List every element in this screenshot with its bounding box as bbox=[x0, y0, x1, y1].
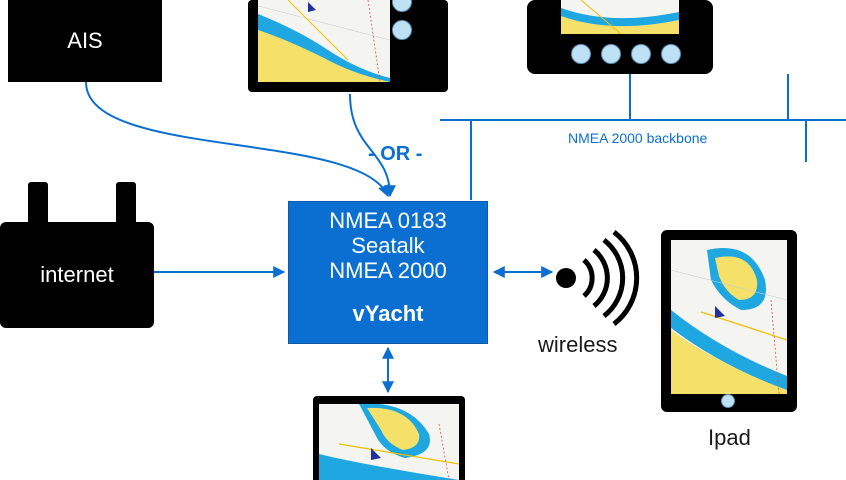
backbone-label: NMEA 2000 backbone bbox=[568, 130, 708, 146]
bottom-chartplotter bbox=[313, 396, 465, 480]
top-chartplotter bbox=[248, 0, 448, 92]
mfd-button-3[interactable] bbox=[631, 44, 651, 64]
plotter-button-2[interactable] bbox=[392, 20, 412, 40]
vyacht-hub: NMEA 0183 Seatalk NMEA 2000 vYacht bbox=[288, 201, 488, 344]
internet-device: internet bbox=[0, 182, 154, 328]
wireless-label: wireless bbox=[538, 332, 618, 357]
mfd-button-4[interactable] bbox=[661, 44, 681, 64]
ais-device: AIS bbox=[8, 0, 162, 82]
bottom-chartplotter-screen bbox=[319, 404, 459, 480]
internet-label: internet bbox=[40, 262, 114, 287]
hub-protocol-seatalk: Seatalk bbox=[351, 233, 425, 258]
ipad-device bbox=[661, 230, 797, 412]
multifunction-display bbox=[527, 0, 713, 74]
hub-protocol-2000: NMEA 2000 bbox=[329, 258, 447, 283]
top-chartplotter-screen bbox=[258, 0, 390, 82]
mfd-screen bbox=[561, 0, 679, 34]
antenna-left bbox=[28, 182, 48, 224]
antenna-right bbox=[116, 182, 136, 224]
ais-connection bbox=[85, 81, 390, 198]
hub-protocol-0183: NMEA 0183 bbox=[329, 208, 447, 233]
hub-name: vYacht bbox=[352, 301, 424, 326]
plotter-connection bbox=[349, 93, 396, 198]
ipad-screen bbox=[671, 240, 787, 394]
ipad-label: Ipad bbox=[708, 425, 751, 450]
internet-body: internet bbox=[0, 222, 154, 328]
mfd-button-2[interactable] bbox=[601, 44, 621, 64]
ipad-home-button[interactable] bbox=[721, 394, 735, 408]
or-label: - OR - bbox=[368, 143, 423, 165]
mfd-button-1[interactable] bbox=[571, 44, 591, 64]
ais-label: AIS bbox=[67, 28, 103, 53]
